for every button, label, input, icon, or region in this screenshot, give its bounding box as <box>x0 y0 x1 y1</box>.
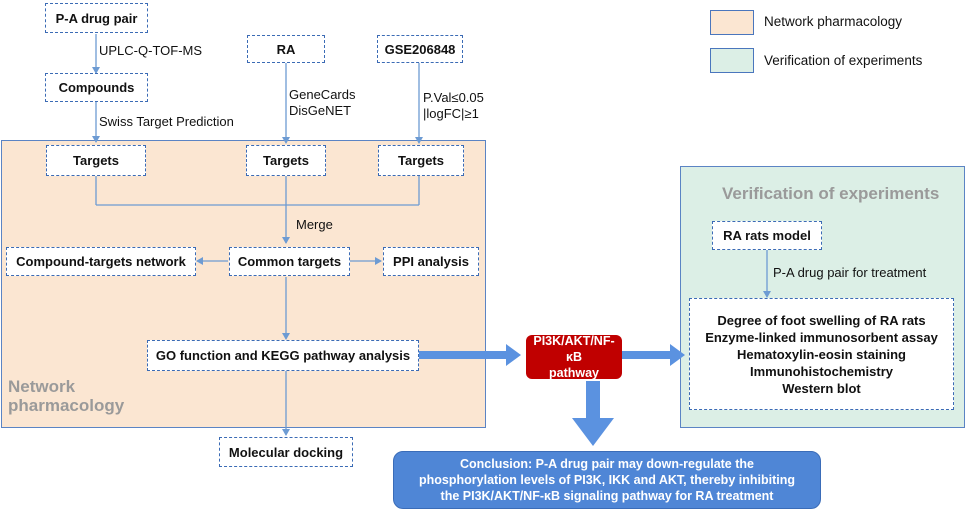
network-pharmacology-panel <box>1 140 486 428</box>
arrow-pathway-to-conclusion <box>572 381 614 446</box>
assays-box: Degree of foot swelling of RA rats Enzym… <box>689 298 954 410</box>
assay-item-ihc: Immunohistochemistry <box>749 363 894 379</box>
arrow-go-to-pathway <box>418 344 521 366</box>
compounds-box: Compounds <box>45 73 148 102</box>
genecards-label: GeneCards <box>289 87 356 102</box>
legend-label-verification: Verification of experiments <box>764 53 923 68</box>
legend-swatch-network <box>710 10 754 35</box>
network-title-line1: Network <box>8 377 76 396</box>
swiss-target-label: Swiss Target Prediction <box>99 114 234 129</box>
compound-targets-network-box: Compound-targets network <box>6 247 196 276</box>
logfc-label: |logFC|≥1 <box>423 106 479 121</box>
targets-box-3: Targets <box>378 145 464 176</box>
merge-label: Merge <box>296 217 333 232</box>
gse-box: GSE206848 <box>377 35 463 63</box>
assay-item-western-blot: Western blot <box>782 380 861 396</box>
drug-pair-box: P-A drug pair <box>45 3 148 33</box>
targets-box-1: Targets <box>46 145 146 176</box>
legend-swatch-verification <box>710 48 754 73</box>
conclusion-box: Conclusion: P-A drug pair may down-regul… <box>393 451 821 509</box>
targets-box-2: Targets <box>246 145 326 176</box>
assay-item-foot-swelling: Degree of foot swelling of RA rats <box>717 312 926 328</box>
conclusion-line2: phosphorylation levels of PI3K, IKK and … <box>419 473 795 487</box>
assay-item-he-staining: Hematoxylin-eosin staining <box>736 346 907 362</box>
pathway-line1: PI3K/AKT/NF-κB <box>533 334 615 364</box>
pval-label: P.Val≤0.05 <box>423 90 484 105</box>
ra-rats-model-box: RA rats model <box>712 221 822 250</box>
go-kegg-analysis-box: GO function and KEGG pathway analysis <box>147 340 419 371</box>
pathway-box: PI3K/AKT/NF-κB pathway <box>526 334 622 380</box>
network-title-line2: pharmacology <box>8 396 125 415</box>
common-targets-box: Common targets <box>229 247 350 276</box>
legend-label-network: Network pharmacology <box>764 14 903 29</box>
uplc-method-label: UPLC-Q-TOF-MS <box>99 43 203 58</box>
ppi-analysis-box: PPI analysis <box>383 247 479 276</box>
arrow-pathway-to-verification <box>620 344 685 366</box>
ra-box: RA <box>247 35 325 63</box>
conclusion-line1: Conclusion: P-A drug pair may down-regul… <box>459 457 754 471</box>
verification-panel-title: Verification of experiments <box>722 184 940 203</box>
disgenet-label: DisGeNET <box>289 103 352 118</box>
conclusion-line3: the PI3K/AKT/NF-κB signaling pathway for… <box>440 489 774 503</box>
molecular-docking-box: Molecular docking <box>219 437 353 467</box>
pathway-line2: pathway <box>548 366 599 380</box>
assay-item-elisa: Enzyme-linked immunosorbent assay <box>705 329 938 345</box>
treatment-label: P-A drug pair for treatment <box>773 265 927 280</box>
network-panel-title: Network pharmacology <box>8 377 124 415</box>
